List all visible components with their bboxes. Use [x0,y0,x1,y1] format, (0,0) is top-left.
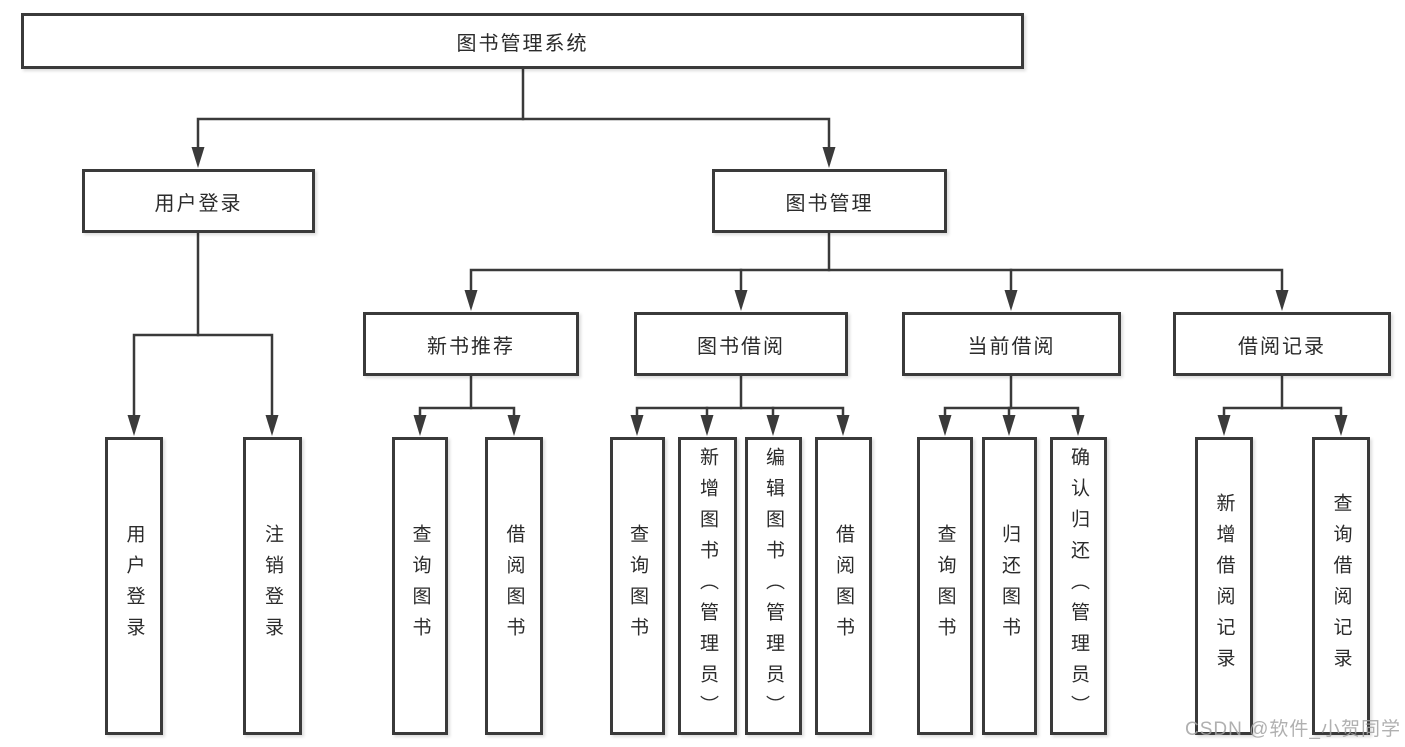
leaf-add-borrow-record: 新增借阅记录 [1195,437,1253,735]
node-book-borrow: 图书借阅 [634,312,848,376]
arrowhead-icon [265,415,279,436]
csdn-watermark: CSDN @软件_小贺同学 [1185,719,1401,740]
leaf-confirm-return-admin: 确认归还（管理员） [1050,437,1107,735]
new-books-branch-line [418,406,516,418]
node-current-borrow: 当前借阅 [902,312,1121,376]
arrowhead-icon [191,147,205,168]
arrowhead-icon [1334,415,1348,436]
arrowhead-icon [938,415,952,436]
user-login-branch-line [132,333,274,418]
node-root: 图书管理系统 [21,13,1024,69]
level2-branch-line [469,268,1284,293]
arrowhead-icon [1004,290,1018,311]
leaf-query-books-recommend: 查询图书 [392,437,448,735]
arrowhead-icon [734,290,748,311]
leaf-edit-books-admin: 编辑图书（管理员） [745,437,802,735]
leaf-borrow-books-recommend: 借阅图书 [485,437,543,735]
arrowhead-icon [1071,415,1085,436]
arrowhead-icon [630,415,644,436]
current-borrow-branch-line [943,406,1080,418]
leaf-query-books-borrow: 查询图书 [610,437,665,735]
leaf-user-login: 用户登录 [105,437,163,735]
leaf-query-borrow-record: 查询借阅记录 [1312,437,1370,735]
arrowhead-icon [1275,290,1289,311]
leaf-borrow-books: 借阅图书 [815,437,872,735]
book-borrow-branch-line [635,406,845,418]
leaf-logout: 注销登录 [243,437,302,735]
arrowhead-icon [413,415,427,436]
level1-branch-line [196,117,831,150]
node-borrow-records: 借阅记录 [1173,312,1391,376]
arrowhead-icon [1217,415,1231,436]
node-user-login: 用户登录 [82,169,315,233]
arrowhead-icon [822,147,836,168]
leaf-return-books: 归还图书 [982,437,1037,735]
borrow-records-branch-line [1222,406,1343,418]
node-new-book-recommend: 新书推荐 [363,312,579,376]
arrowhead-icon [507,415,521,436]
leaf-add-books-admin: 新增图书（管理员） [678,437,737,735]
arrowhead-icon [1002,415,1016,436]
arrowhead-icon [836,415,850,436]
arrowhead-icon [464,290,478,311]
node-book-management: 图书管理 [712,169,947,233]
arrowhead-icon [127,415,141,436]
arrowhead-icon [700,415,714,436]
arrowhead-icon [766,415,780,436]
leaf-query-books-current: 查询图书 [917,437,973,735]
